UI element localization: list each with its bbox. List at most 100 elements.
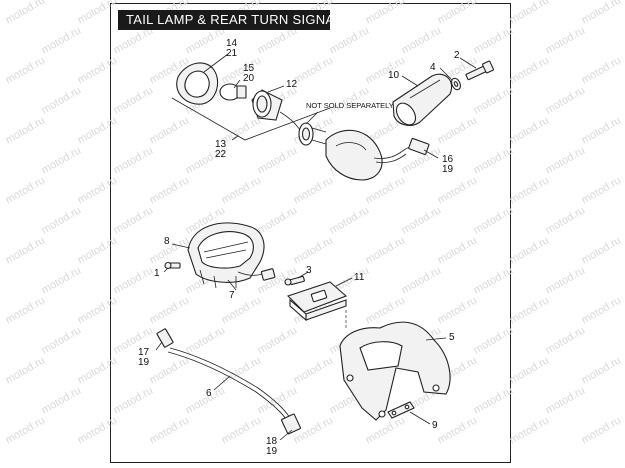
watermark-text: motod.ru [292, 174, 336, 206]
watermark-text: motod.ru [148, 354, 192, 386]
watermark-text: motod.ru [580, 174, 624, 206]
watermark-text: motod.ru [508, 174, 552, 206]
watermark-text: motod.ru [436, 414, 480, 446]
callout-16: 16 [442, 154, 454, 165]
watermark-text: motod.ru [472, 324, 516, 356]
callout-20: 20 [243, 73, 255, 84]
watermark-text: motod.ru [4, 354, 48, 386]
wiring-harness-part [156, 328, 301, 435]
watermark-text: motod.ru [544, 144, 588, 176]
watermark-text: motod.ru [472, 264, 516, 296]
socket-2-part [298, 122, 327, 146]
turn-signal-housing-part [392, 73, 452, 126]
watermark-text: motod.ru [508, 114, 552, 146]
watermark-text: motod.ru [544, 204, 588, 236]
watermark-text: motod.ru [256, 324, 300, 356]
watermark-text: motod.ru [292, 234, 336, 266]
callout-7: 7 [229, 290, 235, 301]
callout-21: 21 [226, 48, 238, 59]
watermark-text: motod.ru [364, 0, 408, 27]
watermark-text: motod.ru [4, 114, 48, 146]
watermark-text: motod.ru [220, 414, 264, 446]
watermark-text: motod.ru [472, 84, 516, 116]
watermark-text: motod.ru [580, 354, 624, 386]
note-leader [305, 111, 319, 125]
callout-10: 10 [388, 70, 400, 81]
watermark-text: motod.ru [544, 24, 588, 56]
callout-15: 15 [243, 63, 255, 74]
screw-part [164, 261, 181, 270]
watermark-text: motod.ru [4, 174, 48, 206]
watermark-text: motod.ru [364, 234, 408, 266]
diagram-title: TAIL LAMP & REAR TURN SIGNALS [118, 10, 351, 30]
watermark-text: motod.ru [364, 54, 408, 86]
watermark-text: motod.ru [148, 114, 192, 146]
callout-19c: 19 [266, 446, 278, 457]
watermark-text: motod.ru [4, 294, 48, 326]
watermark-text: motod.ru [220, 174, 264, 206]
turn-signal-connector-part [373, 137, 430, 163]
watermark-text: motod.ru [220, 354, 264, 386]
watermark-text: motod.ru [148, 414, 192, 446]
callout-labels: 14 21 15 20 12 13 22 2 4 10 16 19 8 1 7 … [138, 38, 460, 457]
watermark-text: motod.ru [40, 384, 84, 416]
watermark-text: motod.ru [436, 174, 480, 206]
not-sold-separately-note: NOT SOLD SEPARATELY [306, 101, 394, 110]
watermark-text: motod.ru [256, 144, 300, 176]
watermark-text: motod.ru [76, 354, 120, 386]
leader-lines [155, 53, 477, 441]
watermark-text: motod.ru [76, 174, 120, 206]
socket-part [251, 89, 283, 121]
watermark-text: motod.ru [4, 54, 48, 86]
watermark-text: motod.ru [544, 324, 588, 356]
watermark-text: motod.ru [76, 414, 120, 446]
watermark-text: motod.ru [472, 24, 516, 56]
watermark-text: motod.ru [364, 414, 408, 446]
watermark-text: motod.ru [400, 24, 444, 56]
watermark-text: motod.ru [436, 234, 480, 266]
watermark-text: motod.ru [580, 234, 624, 266]
callout-18: 18 [266, 436, 278, 447]
diagram-frame [110, 3, 511, 463]
bolt-part [465, 60, 494, 81]
watermark-text: motod.ru [544, 384, 588, 416]
watermark-text: motod.ru [4, 0, 48, 27]
bulb-part [219, 83, 247, 101]
watermark-text: motod.ru [508, 0, 552, 27]
callout-1: 1 [154, 268, 160, 279]
watermark-text: motod.ru [472, 384, 516, 416]
turn-signal-lens-part [325, 129, 383, 181]
watermark-text: motod.ru [436, 294, 480, 326]
watermark-text: motod.ru [112, 384, 156, 416]
mounting-ring-part [176, 62, 219, 105]
callout-3: 3 [306, 265, 312, 276]
watermark-text: motod.ru [4, 234, 48, 266]
tail-lamp-connector-part [237, 268, 276, 281]
watermark-text: motod.ru [472, 144, 516, 176]
watermark-text: motod.ru [40, 24, 84, 56]
callout-19b: 19 [138, 357, 150, 368]
callout-11: 11 [354, 272, 365, 283]
callout-14: 14 [226, 38, 238, 49]
watermark-text: motod.ru [40, 324, 84, 356]
watermark-text: motod.ru [112, 204, 156, 236]
watermark-text: motod.ru [256, 204, 300, 236]
callout-6: 6 [206, 388, 212, 399]
tail-lamp-lens-part [187, 222, 265, 289]
watermark-text: motod.ru [40, 204, 84, 236]
watermark-text: motod.ru [76, 54, 120, 86]
watermark-text: motod.ru [40, 84, 84, 116]
assembly-bracket-line [171, 97, 331, 141]
watermark-text: motod.ru [148, 294, 192, 326]
watermark-text: motod.ru [400, 264, 444, 296]
callout-22: 22 [215, 149, 227, 160]
watermark-text: motod.ru [4, 414, 48, 446]
watermark-text: motod.ru [400, 204, 444, 236]
tail-bracket-part [339, 321, 451, 421]
watermark-text: motod.ru [508, 414, 552, 446]
watermark-text: motod.ru [292, 414, 336, 446]
watermark-text: motod.ru [220, 294, 264, 326]
watermark-text: motod.ru [580, 0, 624, 27]
watermark-text: motod.ru [580, 54, 624, 86]
